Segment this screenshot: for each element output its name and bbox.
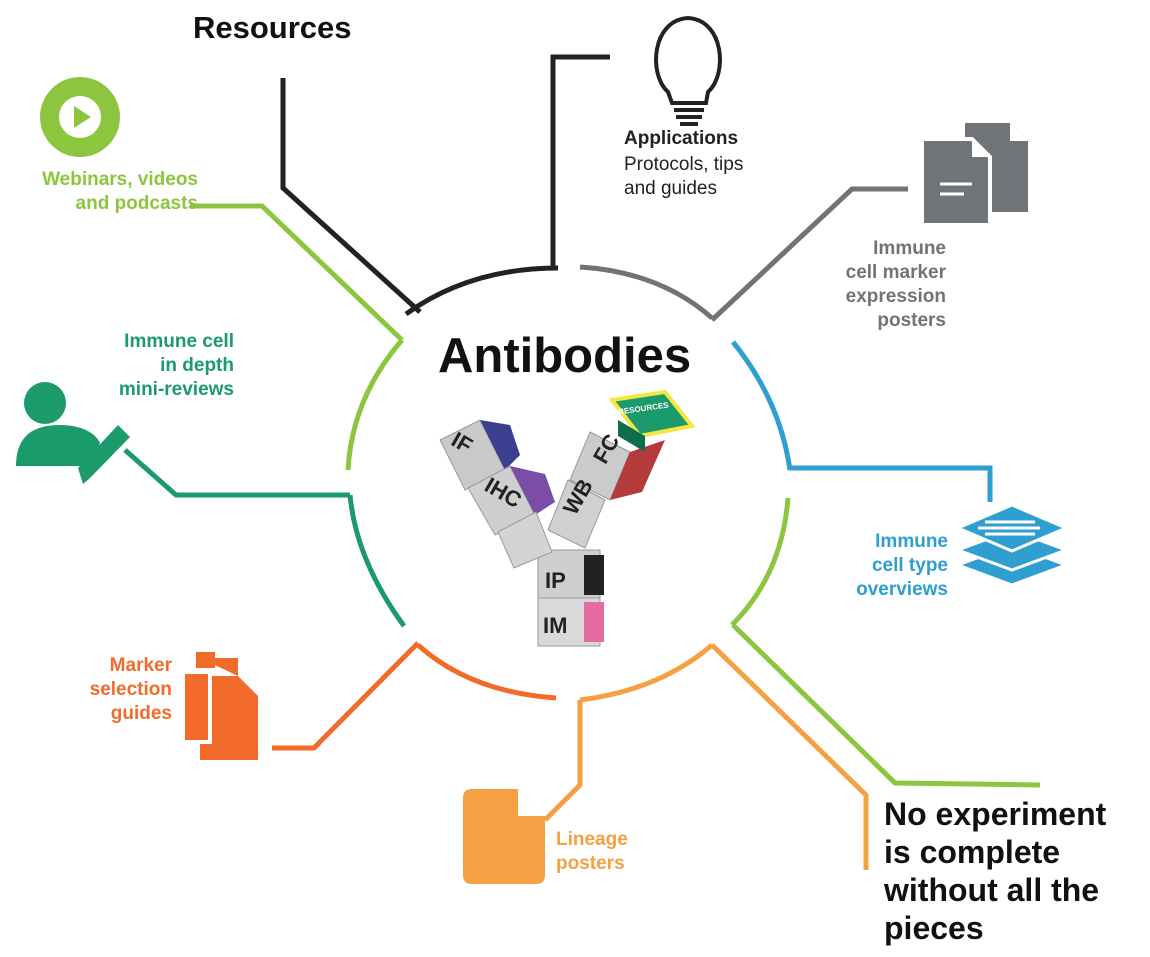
arc-green-right <box>730 497 791 627</box>
arc-orange-light <box>579 643 714 703</box>
connector-tagline-green <box>731 623 1041 788</box>
label-cell-type[interactable]: Immune cell type overviews <box>856 531 948 600</box>
documents-icon <box>920 123 1028 227</box>
arc-green-left <box>345 338 404 471</box>
connector-marker-posters <box>710 186 908 322</box>
connector-resources <box>280 78 422 314</box>
connector-mini-reviews <box>123 448 350 498</box>
connector-webinars <box>190 203 404 342</box>
tagline: No experiment is complete without all th… <box>884 796 1107 946</box>
antibody-puzzle-graphic <box>439 389 696 647</box>
label-lineage[interactable]: Lineage posters <box>556 829 628 874</box>
connector-marker-selection <box>272 641 420 751</box>
applications-subtitle: Protocols, tips and guides <box>624 154 744 199</box>
play-icon <box>40 77 120 157</box>
label-marker-posters[interactable]: Immune cell marker expression posters <box>845 238 946 331</box>
arc-gray <box>579 264 714 320</box>
layers-icon <box>953 503 1071 587</box>
arc-blue <box>731 340 793 471</box>
connector-tagline-orange <box>710 643 869 870</box>
tile-ip: IP <box>545 568 566 593</box>
arc-green-dark <box>347 494 407 628</box>
user-edit-icon <box>16 382 130 484</box>
lightbulb-icon <box>654 15 722 126</box>
arc-black <box>404 265 559 317</box>
antibodies-title: Antibodies <box>438 329 692 383</box>
resources-title: Resources <box>193 10 352 45</box>
label-webinars[interactable]: Webinars, videos and podcasts <box>42 169 198 214</box>
label-marker-selection[interactable]: Marker selection guides <box>89 655 172 724</box>
connector-lineage <box>543 700 583 822</box>
arc-orange-dark <box>416 643 557 701</box>
connector-cell-type <box>790 465 993 502</box>
tile-im: IM <box>543 613 568 638</box>
applications-heading[interactable]: Applications <box>624 128 739 149</box>
lineage-document-icon <box>463 789 545 884</box>
connector-applications <box>550 54 610 268</box>
marker-guide-icon <box>181 652 258 760</box>
label-mini-reviews[interactable]: Immune cell in depth mini-reviews <box>118 331 234 400</box>
